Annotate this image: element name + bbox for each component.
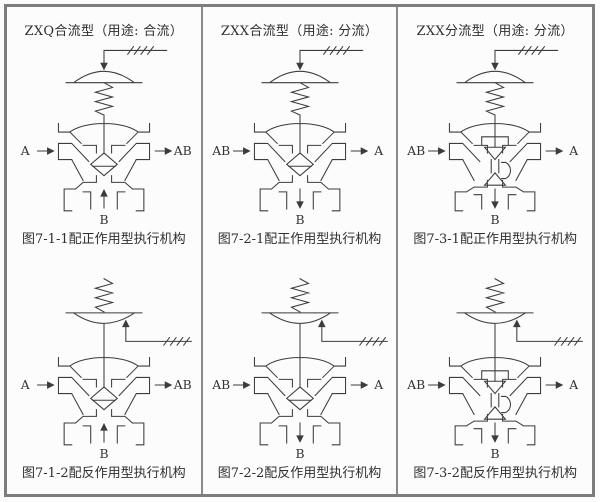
diagram-cell: A AB B 图7-1-2配反作用型执行机构 <box>11 247 197 481</box>
port-label-left: A <box>20 144 31 158</box>
flow-arrowheads <box>438 62 564 209</box>
valve-schematic: A AB B <box>20 45 192 227</box>
port-label-left: AB <box>406 378 425 392</box>
port-label-right: A <box>373 144 384 158</box>
diagram-cell: A AB B 图7-1-1配正作用型执行机构 <box>11 37 197 247</box>
diagram-caption: 图7-3-2配反作用型执行机构 <box>413 466 577 481</box>
port-label-right: A <box>373 378 384 392</box>
port-label-left: AB <box>211 378 230 392</box>
column-title: ZXQ合流型（用途: 合流） <box>24 24 184 39</box>
port-label-right: A <box>568 378 579 392</box>
diagram-caption: 图7-3-1配正作用型执行机构 <box>413 232 577 247</box>
diagram-caption: 图7-1-2配反作用型执行机构 <box>22 466 186 481</box>
valve-linework <box>36 45 167 212</box>
diagram-caption: 图7-2-2配反作用型执行机构 <box>217 466 382 481</box>
port-label-bottom: B <box>295 447 304 461</box>
valve-linework <box>232 278 388 446</box>
flow-arrowheads <box>242 319 368 443</box>
flow-arrowheads <box>46 319 173 431</box>
port-label-right: AB <box>173 144 192 158</box>
diagram-caption: 图7-1-1配正作用型执行机构 <box>22 232 186 247</box>
port-label-bottom: B <box>491 447 500 461</box>
flow-arrowheads <box>242 62 368 209</box>
port-label-bottom: B <box>99 213 108 227</box>
valve-linework <box>36 278 192 446</box>
valve-schematic: A AB B <box>20 278 192 461</box>
port-label-left: A <box>20 378 31 392</box>
port-label-left: AB <box>406 144 425 158</box>
column-title: ZXX合流型（用途: 分流） <box>220 24 379 39</box>
port-label-bottom: B <box>295 213 304 227</box>
port-label-right: AB <box>173 378 192 392</box>
port-label-bottom: B <box>99 447 108 461</box>
port-label-bottom: B <box>491 213 500 227</box>
valve-linework <box>428 45 559 212</box>
diagram-caption: 图7-2-1配正作用型执行机构 <box>217 232 382 247</box>
column-title: ZXX分流型（用途: 分流） <box>416 24 574 39</box>
port-label-left: AB <box>211 144 230 158</box>
column-zxq-confluence: ZXQ合流型（用途: 合流） A AB B 图7-1-1配正作用型执行机构 A AB B… <box>7 7 203 494</box>
port-label-right: A <box>568 144 579 158</box>
valve-linework <box>232 45 363 212</box>
valve-linework <box>428 278 583 446</box>
